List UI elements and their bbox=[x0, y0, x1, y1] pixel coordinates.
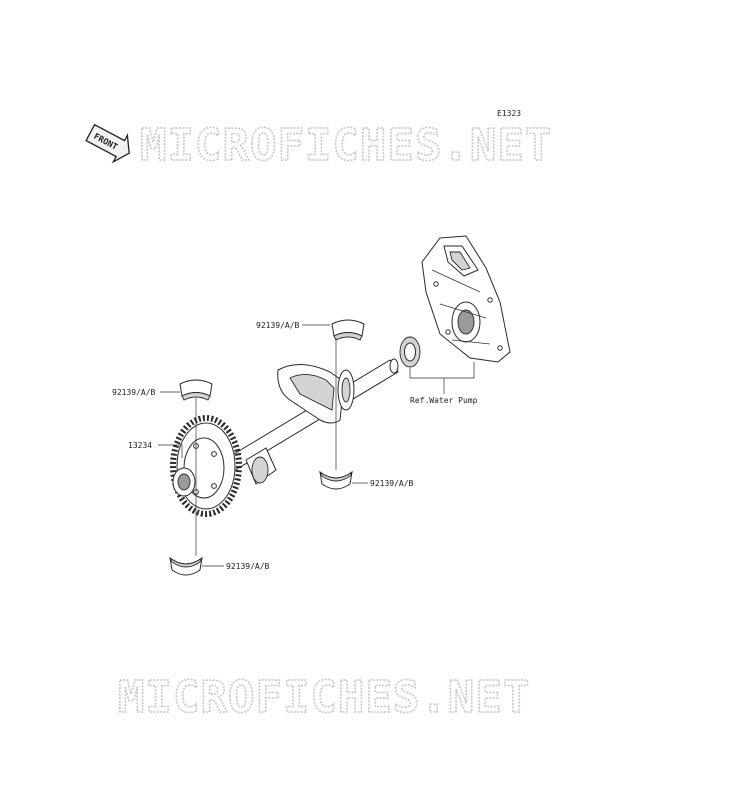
oil-seal bbox=[399, 336, 421, 368]
watermark-top: MICROFICHES.NET bbox=[140, 120, 552, 171]
bearing-shell-top-right bbox=[331, 319, 365, 341]
callout-reference: Ref.Water Pump bbox=[410, 396, 478, 405]
balancer-shaft bbox=[213, 358, 399, 485]
leader-line bbox=[158, 444, 183, 458]
callout-bearing-bottom: 92139/A/B bbox=[226, 562, 270, 571]
water-pump-cover bbox=[421, 235, 511, 363]
callout-bearing-top-right: 92139/A/B bbox=[256, 321, 300, 330]
diagram-code: E1323 bbox=[497, 109, 521, 118]
bearing-shell-bottom bbox=[169, 556, 203, 576]
front-arrow-icon: FRONT bbox=[85, 123, 130, 164]
callout-gear: 13234 bbox=[128, 441, 152, 450]
watermark-bottom: MICROFICHES.NET bbox=[118, 672, 530, 723]
callout-bearing-top-left: 92139/A/B bbox=[112, 388, 156, 397]
bearing-shell-lower-right bbox=[319, 470, 353, 490]
leader-line bbox=[409, 362, 475, 379]
callout-bearing-lower-right: 92139/A/B bbox=[370, 479, 414, 488]
balancer-gear bbox=[170, 415, 242, 517]
bearing-shell-top-left bbox=[179, 379, 213, 401]
